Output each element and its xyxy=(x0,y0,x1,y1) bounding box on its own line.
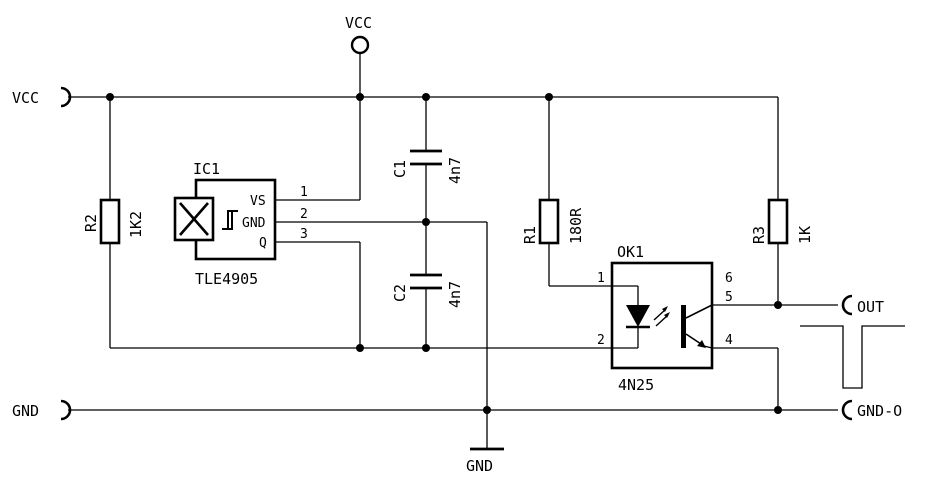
capacitor-c1: C1 4n7 xyxy=(391,149,464,184)
port-gnd-left: GND xyxy=(12,399,72,421)
junctions xyxy=(106,93,782,414)
port-vcc-left: VCC xyxy=(12,86,72,108)
c1-ref: C1 xyxy=(391,160,409,178)
port-out: OUT xyxy=(800,294,905,389)
resistor-r1: R1 180R xyxy=(521,198,585,245)
ic1-pin-q-name: Q xyxy=(259,236,267,251)
led-diode-icon xyxy=(626,305,650,327)
light-emission-arrows-icon xyxy=(653,306,670,327)
phototransistor-base-icon xyxy=(681,305,686,348)
ok1-pin-2-num: 2 xyxy=(597,333,605,348)
c2-ref: C2 xyxy=(391,284,409,302)
output-pulse-waveform xyxy=(800,325,905,389)
ic1-ref: IC1 xyxy=(193,160,220,178)
ok1-pin-6-num: 6 xyxy=(725,271,733,286)
r3-value: 1K xyxy=(796,226,814,244)
resistor-r3: R3 1K xyxy=(750,198,814,245)
resistor-r2: R2 1K2 xyxy=(82,198,145,245)
port-out-label: OUT xyxy=(857,298,884,316)
ground-symbol-label: GND xyxy=(466,457,493,475)
ok1-pin-5-num: 5 xyxy=(725,290,733,305)
port-vcc-top-label: VCC xyxy=(345,14,372,32)
ic1-part: TLE4905 xyxy=(195,270,258,288)
ok1-pin-1-num: 1 xyxy=(597,271,605,286)
ground-symbol: GND xyxy=(466,447,504,475)
port-vcc-top: VCC xyxy=(345,14,372,55)
port-gnd-o-label: GND-O xyxy=(857,402,902,420)
ic1-hall-sensor: IC1 TLE4905 VS GND Q 1 2 3 xyxy=(173,160,308,288)
r1-ref: R1 xyxy=(521,226,539,244)
ic1-pin-vs-name: VS xyxy=(250,194,266,209)
ic1-pin-1-num: 1 xyxy=(300,185,308,200)
c1-value: 4n7 xyxy=(446,157,464,184)
ic1-pin-2-num: 2 xyxy=(300,207,308,222)
ok1-ref: OK1 xyxy=(617,243,644,261)
capacitor-c2: C2 4n7 xyxy=(391,273,464,308)
r2-value: 1K2 xyxy=(127,211,145,238)
wires xyxy=(68,53,838,448)
ok1-part: 4N25 xyxy=(618,376,654,394)
r2-ref: R2 xyxy=(82,214,100,232)
port-gnd-left-label: GND xyxy=(12,402,39,420)
port-vcc-left-label: VCC xyxy=(12,89,39,107)
ok1-pin-4-num: 4 xyxy=(725,333,733,348)
ok1-optocoupler: OK1 4N25 1 2 4 5 6 xyxy=(597,243,733,394)
r1-value: 180R xyxy=(567,207,585,244)
c2-value: 4n7 xyxy=(446,281,464,308)
ic1-pin-3-num: 3 xyxy=(300,227,308,242)
port-gnd-o: GND-O xyxy=(841,399,902,421)
ic1-pin-gnd-name: GND xyxy=(242,216,266,231)
r3-ref: R3 xyxy=(750,226,768,244)
